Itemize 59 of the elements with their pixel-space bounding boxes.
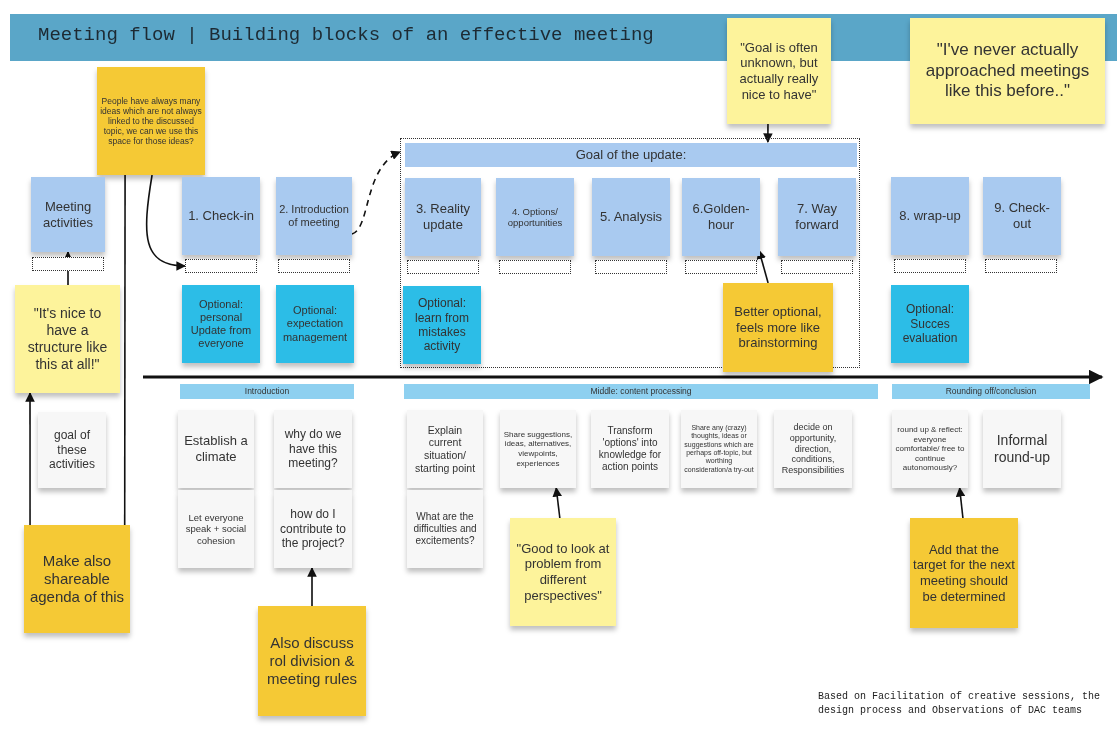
arrow (955, 487, 966, 519)
dashed-box (894, 259, 966, 273)
arrow (145, 174, 186, 271)
sticky-note: Optional: Succes evaluation (891, 285, 969, 363)
sticky-note: Add that the target for the next meeting should be determined (910, 518, 1018, 628)
arrow (552, 487, 563, 519)
sticky-note: Share suggestions, ideas, alternatives, viewpoints, experiences (500, 410, 576, 488)
dashed-box (185, 259, 257, 273)
sticky-note: Make also shareable agenda of this (24, 525, 130, 633)
sticky-note: why do we have this meeting? (274, 410, 352, 488)
sticky-note: Explain current situation/ starting point (407, 410, 483, 488)
dashed-box (32, 257, 104, 271)
sticky-note: 1. Check-in (182, 177, 260, 255)
connector-line (123, 174, 126, 526)
section-bar: Goal of the update: (405, 143, 857, 167)
dashed-box (985, 259, 1057, 273)
dashed-box (499, 260, 571, 274)
dashed-box (407, 260, 479, 274)
sticky-note: "It's nice to have a structure like this at all!" (15, 285, 120, 393)
dashed-box (781, 260, 853, 274)
section-bar: Rounding off/conclusion (892, 384, 1090, 399)
sticky-note: Informal round-up (983, 410, 1061, 488)
title-text: Meeting flow | Building blocks of an effective meeting (38, 24, 654, 46)
dashed-box (685, 260, 757, 274)
sticky-note: Optional: learn from mistakes activity (403, 286, 481, 364)
sticky-note: 2. Introduction of meeting (276, 177, 352, 255)
sticky-note: What are the difficulties and excitements? (407, 490, 483, 568)
sticky-note: how do I contribute to the project? (274, 490, 352, 568)
sticky-note: "Goal is often unknown, but actually really nice to have" (727, 18, 831, 124)
sticky-note: 3. Reality update (405, 178, 481, 256)
sticky-note: Transform 'options' into knowledge for action points (591, 410, 669, 488)
dotted-frame (400, 138, 860, 368)
sticky-note: decide on opportunity, direction, conditions, Responsibilities (774, 410, 852, 488)
sticky-note: 9. Check-out (983, 177, 1061, 255)
sticky-note: 6.Golden-hour (682, 178, 760, 256)
sticky-note: "Good to look at problem from different perspectives" (510, 518, 616, 626)
arrow (763, 123, 773, 143)
sticky-note: Optional: expectation management (276, 285, 354, 363)
sticky-note: Meeting activities (31, 177, 105, 252)
sticky-note: Establish a climate (178, 410, 254, 488)
sticky-note: 4. Options/ opportunities (496, 178, 574, 256)
arrow (307, 567, 317, 607)
sticky-note: Optional: personal Update from everyone (182, 285, 260, 363)
sticky-note: Also discuss rol division & meeting rules (258, 606, 366, 716)
sticky-note: People have always many ideas which are not always linked to the discussed topic, we can we use this space for those ideas? (97, 67, 205, 175)
section-bar: Middle: content processing (404, 384, 878, 399)
sticky-note: 5. Analysis (592, 178, 670, 256)
source-note: Based on Facilitation of creative sessions, the design process and Observations of DAC teams (818, 690, 1102, 717)
sticky-note: 7. Way forward (778, 178, 856, 256)
section-bar: Introduction (180, 384, 354, 399)
sticky-note: "I've never actually approached meetings like this before.." (910, 18, 1105, 124)
dashed-box (278, 259, 350, 273)
sticky-note: goal of these activities (38, 412, 106, 488)
arrow (351, 151, 401, 235)
sticky-note: 8. wrap-up (891, 177, 969, 255)
dashed-box (595, 260, 667, 274)
sticky-note: round up & reflect: everyone comfortable/ free to continue autonomously? (892, 410, 968, 488)
sticky-note: Let everyone speak + social cohesion (178, 490, 254, 568)
arrow (25, 392, 35, 526)
